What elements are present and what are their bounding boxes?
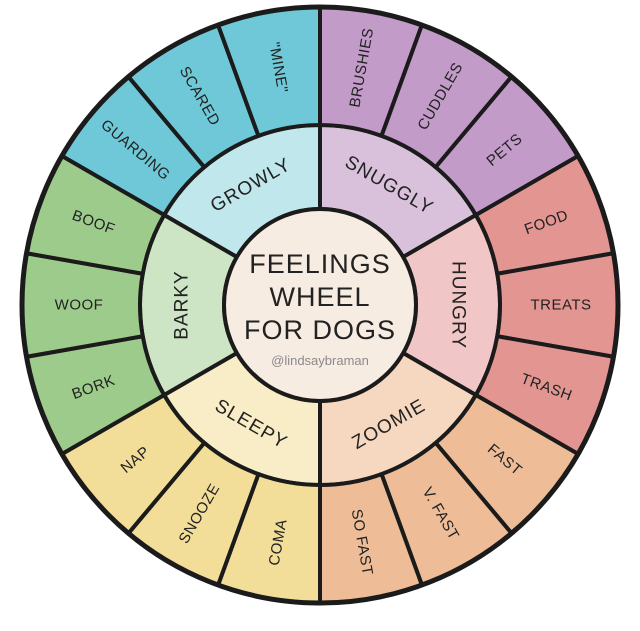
wheel-segments	[19, 4, 621, 606]
emotion-label-barky: BARKY	[172, 270, 193, 339]
emotion-label-hungry: HUNGRY	[448, 261, 469, 349]
wheel-center: FEELINGS WHEEL FOR DOGS @lindsaybraman	[222, 207, 418, 403]
center-circle	[222, 207, 418, 403]
center-credit: @lindsaybraman	[271, 353, 369, 368]
sub-feeling-label: TREATS	[530, 297, 591, 314]
center-title-line-2: WHEEL	[269, 282, 370, 312]
center-title-line-3: FOR DOGS	[244, 315, 396, 345]
outer-rim	[19, 4, 621, 606]
center-title-line-1: FEELINGS	[249, 249, 391, 279]
sub-feeling-label: WOOF	[55, 297, 104, 314]
